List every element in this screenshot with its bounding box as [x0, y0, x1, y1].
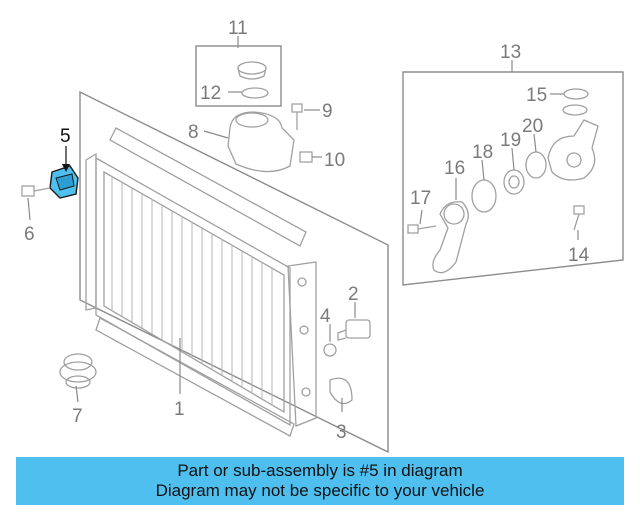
reservoir-cap	[237, 61, 267, 80]
radiator-mount-highlighted	[49, 165, 79, 199]
callout-16: 16	[444, 158, 465, 179]
callout-18: 18	[472, 142, 493, 163]
cap-seal	[241, 87, 269, 99]
banner-line-1: Part or sub-assembly is #5 in diagram	[177, 461, 463, 480]
o-ring-18	[471, 179, 497, 213]
coolant-flange	[547, 104, 599, 181]
callout-10: 10	[324, 150, 345, 171]
callout-6: 6	[24, 224, 35, 245]
thermostat-bolt	[407, 224, 437, 234]
flange-bolt	[573, 205, 585, 231]
info-banner: Part or sub-assembly is #5 in diagram Di…	[16, 457, 624, 505]
banner-line-2: Diagram may not be specific to your vehi…	[155, 481, 485, 500]
sensor-gasket	[329, 377, 353, 405]
callout-12: 12	[200, 83, 221, 104]
coolant-reservoir	[227, 111, 295, 173]
o-ring-20	[525, 151, 547, 179]
callout-8: 8	[188, 122, 199, 143]
reservoir-bolt	[291, 103, 303, 130]
callout-5: 5	[60, 126, 71, 147]
radiator	[85, 127, 317, 437]
callout-15: 15	[526, 85, 547, 106]
callout-4: 4	[320, 306, 331, 327]
radiator-panel	[79, 90, 389, 454]
reservoir-nut	[299, 151, 313, 163]
callout-1: 1	[174, 399, 185, 420]
callout-9: 9	[322, 101, 333, 122]
callout-14: 14	[568, 245, 590, 266]
thermostat-housing	[432, 201, 469, 274]
callout-19: 19	[500, 130, 521, 151]
thermostat-panel	[402, 71, 624, 286]
callout-7: 7	[72, 406, 83, 427]
callout-11: 11	[228, 18, 248, 39]
o-ring-4	[323, 343, 337, 357]
callout-20: 20	[522, 116, 543, 137]
callout-17: 17	[410, 188, 431, 209]
mounting-bolt	[21, 185, 51, 197]
parts-diagram: 1 2 3 4 5 6 7 8 9 10 11 12 13 14 15 16 1…	[21, 18, 624, 454]
thermostat-element	[503, 169, 525, 195]
temperature-sensor	[337, 319, 371, 341]
rubber-grommet	[59, 353, 97, 389]
o-ring-15	[563, 88, 589, 100]
callout-3: 3	[336, 422, 347, 443]
callout-2: 2	[348, 284, 359, 305]
lead-lines	[27, 36, 579, 412]
callout-13: 13	[500, 42, 521, 63]
